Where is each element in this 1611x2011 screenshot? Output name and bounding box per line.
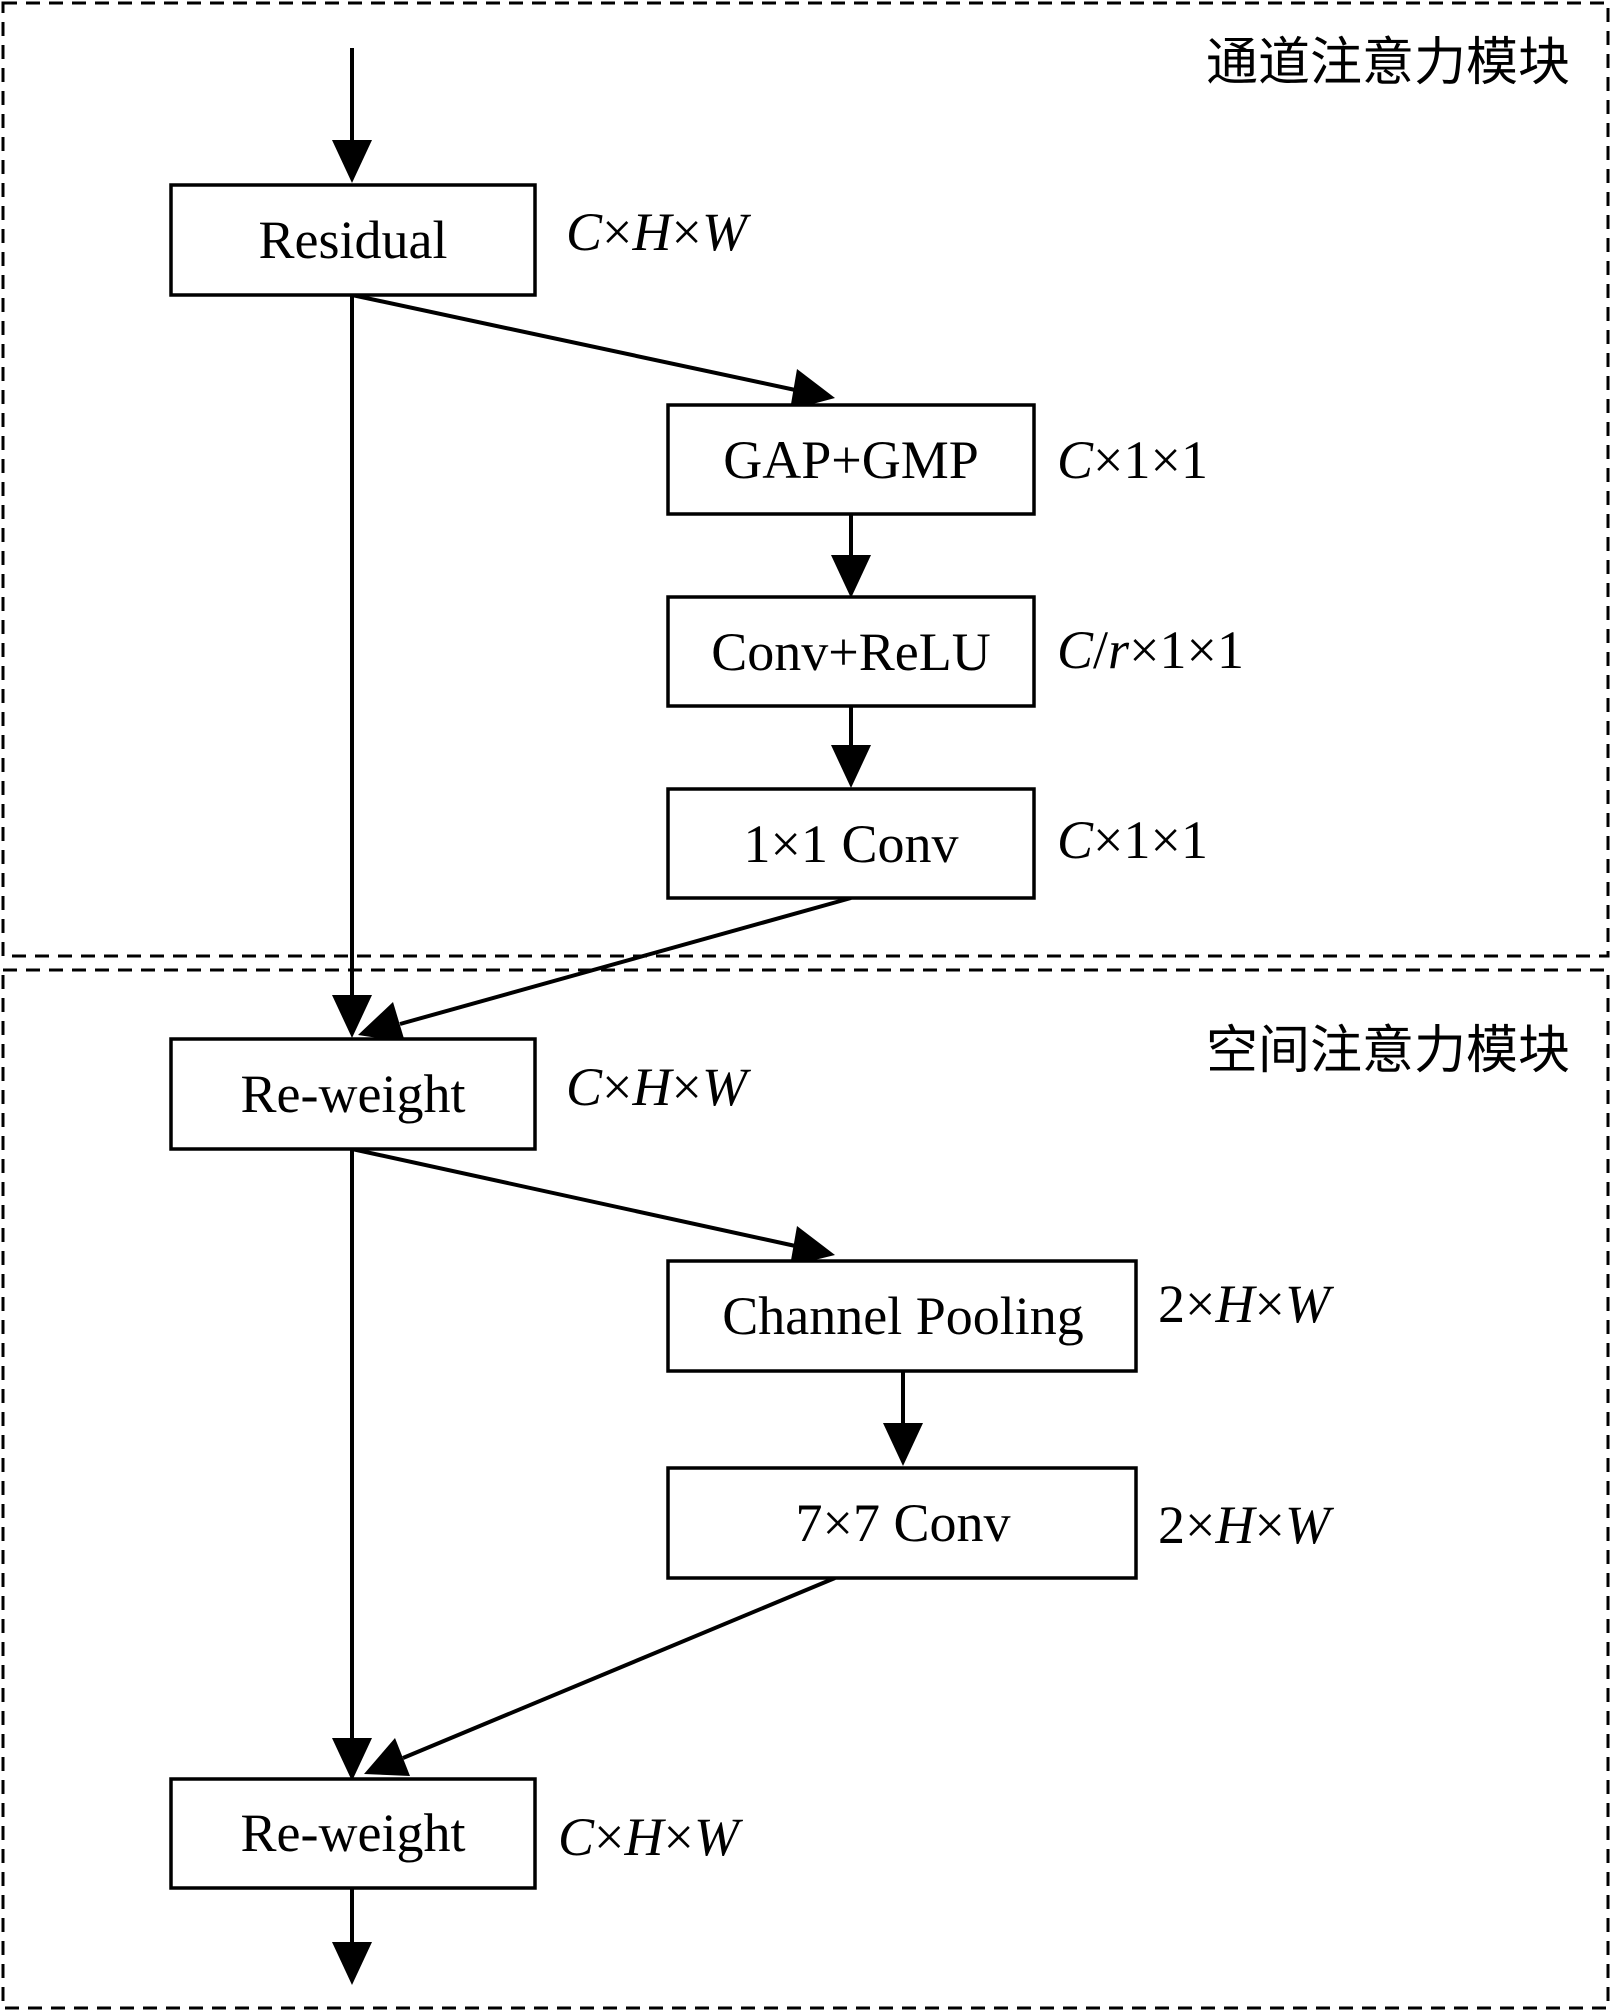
conv1x1-to-reweight-arrowhead	[358, 1002, 405, 1042]
conv7x7-to-reweight-line	[402, 1576, 836, 1760]
dim-segment: W	[1285, 1495, 1335, 1555]
dim-segment: C	[558, 1807, 595, 1867]
dim-segment: ×	[602, 1057, 632, 1117]
dim-segment: W	[1285, 1274, 1335, 1334]
dim-segment: ×	[672, 1057, 702, 1117]
dim-segment: H	[1214, 1495, 1257, 1555]
reweight-block-2: Re-weight	[169, 1777, 537, 1890]
conv-relu-block: Conv+ReLU	[666, 595, 1036, 708]
conv-7x7-block: 7×7 Conv	[666, 1466, 1138, 1580]
dim-segment: r	[1108, 620, 1130, 680]
conv-7x7-dim-label: 2×H×W	[1158, 1495, 1335, 1555]
output-arrowhead	[332, 1942, 372, 1985]
dim-segment: C	[1057, 430, 1094, 490]
input-arrowhead	[332, 140, 372, 183]
conv-relu-dim-label: C/r×1×1	[1057, 620, 1244, 680]
gap-gmp-label: GAP+GMP	[723, 430, 979, 490]
residual-block: Residual	[169, 183, 537, 297]
dim-segment: ×1×1	[1129, 620, 1244, 680]
spatial-attention-frame	[1, 968, 1610, 2010]
residual-dim-label: C×H×W	[566, 202, 752, 262]
channel-pooling-label: Channel Pooling	[722, 1286, 1084, 1346]
dim-segment: 2×	[1158, 1274, 1215, 1334]
reweight-block-1: Re-weight	[169, 1037, 537, 1151]
spatial-attention-title: 空间注意力模块	[1206, 1021, 1570, 1081]
gap-to-convrelu-arrowhead	[831, 555, 871, 598]
conv-7x7-label: 7×7 Conv	[796, 1493, 1011, 1553]
dim-segment: H	[1214, 1274, 1257, 1334]
channel-pooling-dim-label: 2×H×W	[1158, 1274, 1335, 1334]
dim-segment: H	[624, 1807, 667, 1867]
channel-attention-title: 通道注意力模块	[1206, 33, 1570, 93]
dim-segment: W	[702, 1057, 752, 1117]
dim-segment: 2×	[1158, 1495, 1215, 1555]
connectors	[332, 48, 923, 1985]
dim-segment: W	[702, 202, 752, 262]
dim-segment: /	[1093, 620, 1108, 680]
dim-segment: ×	[602, 202, 632, 262]
dim-segment: C	[566, 202, 603, 262]
dim-segment: C	[1057, 620, 1094, 680]
dim-segment: ×	[664, 1807, 694, 1867]
dim-segment: H	[632, 202, 675, 262]
reweight-to-pooling-arrowhead	[790, 1226, 835, 1266]
conv-1x1-dim-label: C×1×1	[1057, 810, 1208, 870]
dim-segment: ×	[672, 202, 702, 262]
channel-pooling-block: Channel Pooling	[666, 1259, 1138, 1373]
residual-label: Residual	[259, 210, 448, 270]
dim-segment: ×	[1254, 1495, 1284, 1555]
conv7x7-to-reweight-arrowhead	[364, 1738, 410, 1776]
conv-1x1-block: 1×1 Conv	[666, 787, 1036, 900]
dim-segment: ×	[594, 1807, 624, 1867]
dim-segment: C	[1057, 810, 1094, 870]
reweight-label-2: Re-weight	[241, 1803, 466, 1863]
convrelu-to-conv1x1-arrowhead	[831, 745, 871, 788]
dim-segment: W	[694, 1807, 744, 1867]
dim-segment: C	[566, 1057, 603, 1117]
conv-relu-label: Conv+ReLU	[711, 622, 990, 682]
gap-gmp-dim-label: C×1×1	[1057, 430, 1208, 490]
reweight-to-reweight-arrowhead	[332, 1738, 372, 1781]
dim-segment: H	[632, 1057, 675, 1117]
dim-segment: ×	[1254, 1274, 1284, 1334]
reweight-to-pooling-line	[351, 1147, 801, 1249]
reweight-1-dim-label: C×H×W	[566, 1057, 752, 1117]
pooling-to-conv7x7-arrowhead	[883, 1423, 923, 1466]
channel-attention-frame	[1, 1, 1610, 958]
reweight-label-1: Re-weight	[241, 1064, 466, 1124]
dim-segment: ×1×1	[1093, 430, 1208, 490]
conv-1x1-label: 1×1 Conv	[744, 814, 959, 874]
reweight-2-dim-label: C×H×W	[558, 1807, 744, 1867]
gap-gmp-block: GAP+GMP	[666, 403, 1036, 516]
residual-to-reweight-arrowhead	[332, 995, 372, 1038]
conv1x1-to-reweight-line	[399, 896, 852, 1026]
dim-segment: ×1×1	[1093, 810, 1208, 870]
residual-to-gap-line	[351, 293, 801, 393]
residual-to-gap-arrowhead	[790, 369, 835, 410]
